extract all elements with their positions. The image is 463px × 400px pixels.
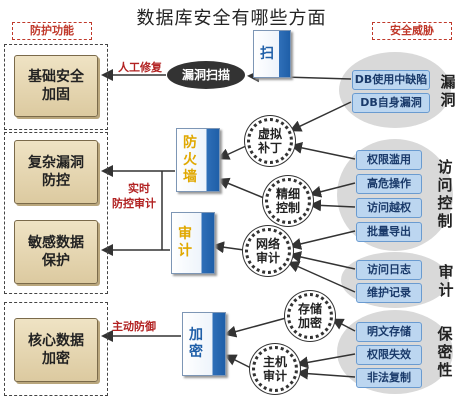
protection-group-frame: [4, 132, 108, 294]
protection-sensitive-data: 敏感数据保护: [14, 220, 98, 284]
protection-group-frame: [4, 44, 108, 130]
product-label: 扫: [260, 45, 274, 62]
page-title: 数据库安全有哪些方面: [136, 8, 327, 29]
threat-item: 高危操作: [356, 174, 422, 194]
threat-header: 安全威胁: [372, 22, 452, 40]
firewall-product-box: 防火墙: [176, 128, 220, 192]
vuln-scan-node: 漏洞扫描: [167, 61, 245, 89]
technique-label: 精细控制: [275, 187, 300, 215]
arrow-netaudit-to-audit: [212, 241, 245, 254]
arrow-export-to-netaudit: [289, 230, 356, 250]
threat-item: 权限失效: [356, 345, 422, 365]
arrow-control-to-firewall: [217, 177, 265, 199]
arrow-copy-to-host: [296, 367, 356, 380]
arrow-overreach-to-control: [309, 199, 356, 212]
protection-label: 复杂漏洞防控: [28, 155, 84, 189]
realtime-label: 实时: [128, 182, 150, 195]
protection-complex-vuln: 复杂漏洞防控: [14, 140, 98, 204]
manual-fix-label: 人工修复: [118, 61, 162, 74]
encryption-product-box: 加密: [182, 312, 226, 376]
threat-item: 权限滥用: [356, 150, 422, 170]
threat-category-label: 漏洞: [440, 73, 456, 109]
threat-item: 明文存储: [356, 322, 422, 342]
protection-group-frame: [4, 302, 108, 396]
arrow-abuse-to-patch: [290, 141, 356, 160]
arrow-log-to-netaudit: [289, 251, 356, 270]
audit-product-box: 审计: [171, 212, 215, 274]
arrow-storage-to-encrypt: [224, 317, 287, 338]
gear-icon-network-audit: 网络审计: [245, 228, 291, 274]
threat-item: 批量导出: [356, 222, 422, 242]
arrow-patch-to-firewall: [217, 145, 247, 160]
gear-icon-fine-control: 精细控制: [265, 178, 311, 224]
arrow-invalid-to-host: [296, 353, 356, 369]
gear-icon-virtual-patch: 虚拟补丁: [247, 118, 293, 164]
arrow-maint-to-netaudit: [287, 261, 356, 293]
protection-basic-hardening: 基础安全加固: [14, 55, 98, 117]
scanner-product-box: 扫: [253, 30, 291, 78]
protection-label: 基础安全加固: [28, 69, 84, 103]
arrow-host-to-encrypt: [224, 354, 252, 369]
control-audit-label: 防控审计: [112, 197, 156, 210]
arrow-plaintext-to-storage: [331, 318, 356, 332]
active-defense-label: 主动防御: [112, 320, 156, 333]
product-label: 防火墙: [183, 134, 197, 185]
technique-label: 主机审计: [262, 355, 287, 383]
technique-label: 存储加密: [297, 302, 322, 330]
threat-item: DB自身漏洞: [352, 93, 430, 113]
protection-header: 防护功能: [12, 22, 92, 40]
threat-item: 访问越权: [356, 198, 422, 218]
threat-item: 访问日志: [356, 260, 422, 280]
protection-label: 敏感数据保护: [28, 235, 84, 269]
technique-label: 虚拟补丁: [257, 127, 282, 155]
technique-label: 网络审计: [255, 237, 280, 265]
arrow-highrisk-to-control: [309, 182, 356, 198]
product-label: 审计: [178, 226, 192, 259]
gear-icon-host-audit: 主机审计: [252, 346, 298, 392]
threat-item: DB使用中缺陷: [352, 70, 430, 90]
threat-category-label: 访问控制: [437, 158, 453, 230]
threat-group-bg-vulnerability: [339, 52, 451, 128]
protection-label: 核心数据加密: [28, 333, 84, 367]
threat-item: 非法复制: [356, 368, 422, 388]
threat-category-label: 审计: [438, 263, 454, 299]
threat-item: 维护记录: [356, 283, 422, 303]
protection-core-encryption: 核心数据加密: [14, 318, 98, 382]
arrow-dbvuln-to-patch: [289, 101, 352, 132]
threat-category-label: 保密性: [437, 325, 453, 379]
product-label: 加密: [189, 327, 203, 360]
gear-icon-storage-encryption: 存储加密: [287, 293, 333, 339]
